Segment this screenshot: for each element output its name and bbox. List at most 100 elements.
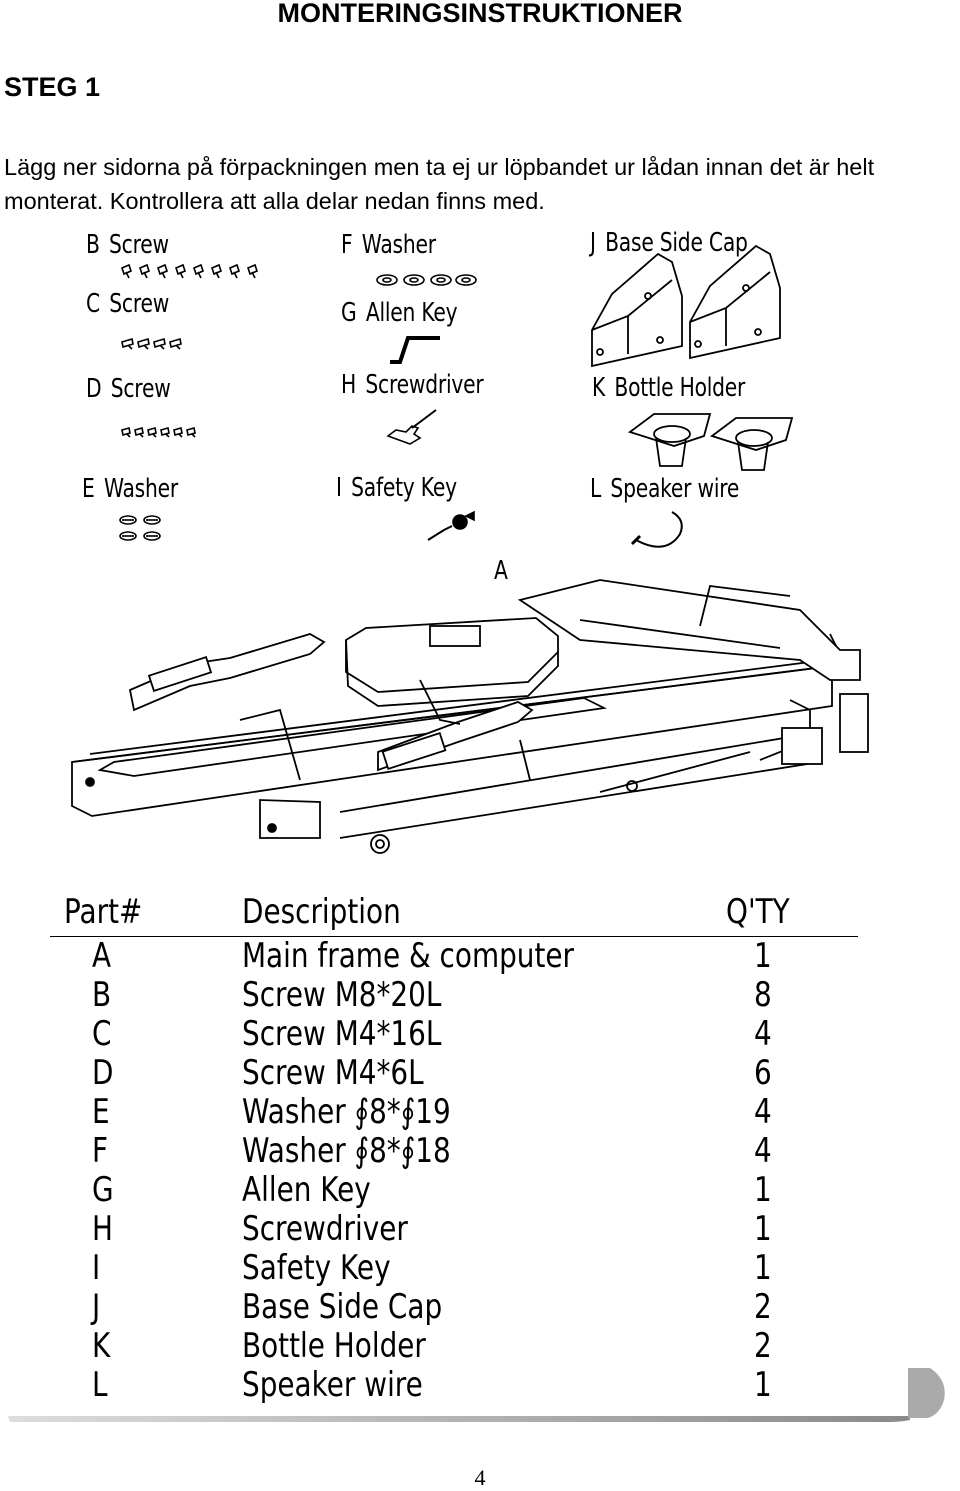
part-label-k: K Bottle Holder [592, 373, 745, 403]
part-cell: E [92, 1092, 110, 1132]
part-letter: L [590, 474, 602, 504]
qty-cell: 2 [754, 1287, 772, 1327]
safety-key-icon [427, 510, 475, 541]
table-row: L Speaker wire 1 [0, 1366, 960, 1405]
qty-cell: 6 [754, 1053, 772, 1093]
treadmill-main-frame-icon [71, 579, 869, 854]
part-letter: J [590, 228, 596, 258]
qty-cell: 4 [754, 1131, 772, 1171]
part-name: Speaker wire [610, 474, 740, 504]
table-row: G Allen Key 1 [0, 1171, 960, 1210]
table-row: F Washer ∮8*∮18 4 [0, 1132, 960, 1171]
qty-cell: 1 [754, 1248, 772, 1288]
qty-cell: 4 [754, 1092, 772, 1132]
description-cell: Main frame & computer [242, 936, 575, 976]
part-label-l: L Speaker wire [590, 474, 739, 504]
part-letter: I [336, 473, 342, 503]
part-label-b: B Screw [86, 230, 169, 260]
intro-paragraph: Lägg ner sidorna på förpackningen men ta… [4, 150, 960, 218]
part-letter: C [86, 289, 100, 319]
description-cell: Speaker wire [242, 1365, 423, 1405]
part-name: Washer [103, 474, 178, 504]
table-row: H Screwdriver 1 [0, 1210, 960, 1249]
description-cell: Bottle Holder [242, 1326, 426, 1366]
part-letter: G [341, 298, 357, 328]
description-cell: Washer ∮8*∮18 [242, 1131, 451, 1171]
page-number: 4 [474, 1465, 486, 1490]
washer-f-icon [376, 274, 477, 286]
part-label-a: A [494, 556, 508, 586]
part-name: Screw [109, 230, 169, 260]
description-cell: Screw M4*16L [242, 1014, 442, 1054]
part-cell: D [92, 1053, 114, 1093]
table-header-divider [50, 936, 858, 937]
part-name: Safety Key [351, 473, 457, 503]
screw-b-icon [121, 263, 258, 279]
table-row: I Safety Key 1 [0, 1249, 960, 1288]
table-row: B Screw M8*20L 8 [0, 976, 960, 1015]
part-cell: C [92, 1014, 112, 1054]
allen-key-icon [390, 336, 440, 364]
qty-cell: 8 [754, 975, 772, 1015]
description-cell: Allen Key [242, 1170, 371, 1210]
description-cell: Base Side Cap [242, 1287, 443, 1327]
qty-cell: 4 [754, 1014, 772, 1054]
screwdriver-icon [386, 409, 437, 445]
part-letter: K [592, 373, 606, 403]
qty-cell: 1 [754, 1209, 772, 1249]
table-row: D Screw M4*6L 6 [0, 1054, 960, 1093]
part-label-g: G Allen Key [341, 298, 458, 328]
bottle-holder-icon [628, 413, 794, 471]
table-row: C Screw M4*16L 4 [0, 1015, 960, 1054]
qty-cell: 1 [754, 1365, 772, 1405]
part-cell: A [92, 936, 112, 976]
description-cell: Screw M8*20L [242, 975, 442, 1015]
table-row: A Main frame & computer 1 [0, 937, 960, 976]
speaker-wire-icon [635, 511, 683, 548]
part-label-h: H Screwdriver [341, 370, 484, 400]
part-name: Bottle Holder [614, 373, 746, 403]
screw-d-icon [121, 426, 196, 438]
part-letter: F [341, 230, 353, 260]
description-cell: Safety Key [242, 1248, 391, 1288]
part-label-i: I Safety Key [336, 473, 457, 503]
description-cell: Screw M4*6L [242, 1053, 424, 1093]
description-cell: Screwdriver [242, 1209, 408, 1249]
qty-cell: 1 [754, 936, 772, 976]
part-cell: J [92, 1287, 101, 1327]
base-side-cap-icon [591, 244, 781, 368]
part-cell: G [92, 1170, 114, 1210]
part-cell: I [92, 1248, 101, 1288]
qty-cell: 1 [754, 1170, 772, 1210]
screw-c-icon [121, 337, 182, 350]
part-cell: L [92, 1365, 108, 1405]
part-cell: H [92, 1209, 113, 1249]
table-header-part: Part# [64, 892, 143, 932]
intro-line-2: monterat. Kontrollera att alla delar ned… [4, 188, 545, 214]
step-heading: STEG 1 [4, 72, 101, 102]
page-title: MONTERINGSINSTRUKTIONER [277, 0, 683, 28]
table-row: J Base Side Cap 2 [0, 1288, 960, 1327]
part-letter: D [86, 374, 102, 404]
part-letter: B [86, 230, 100, 260]
part-cell: F [92, 1131, 109, 1171]
table-header-description: Description [242, 892, 401, 932]
washer-e-icon [119, 515, 161, 541]
intro-line-1: Lägg ner sidorna på förpackningen men ta… [4, 154, 875, 180]
part-label-e: E Washer [82, 474, 178, 504]
part-name: Screw [109, 289, 170, 319]
part-letter: E [82, 474, 95, 504]
part-letter: H [341, 370, 357, 400]
part-cell: B [92, 975, 112, 1015]
bottom-rule [8, 1368, 945, 1422]
part-cell: K [92, 1326, 111, 1366]
part-name: Base Side Cap [605, 228, 748, 258]
part-name: Screwdriver [365, 370, 484, 400]
table-header-qty: Q'TY [726, 892, 790, 932]
part-name: Allen Key [365, 298, 458, 328]
part-label-c: C Screw [86, 289, 169, 319]
